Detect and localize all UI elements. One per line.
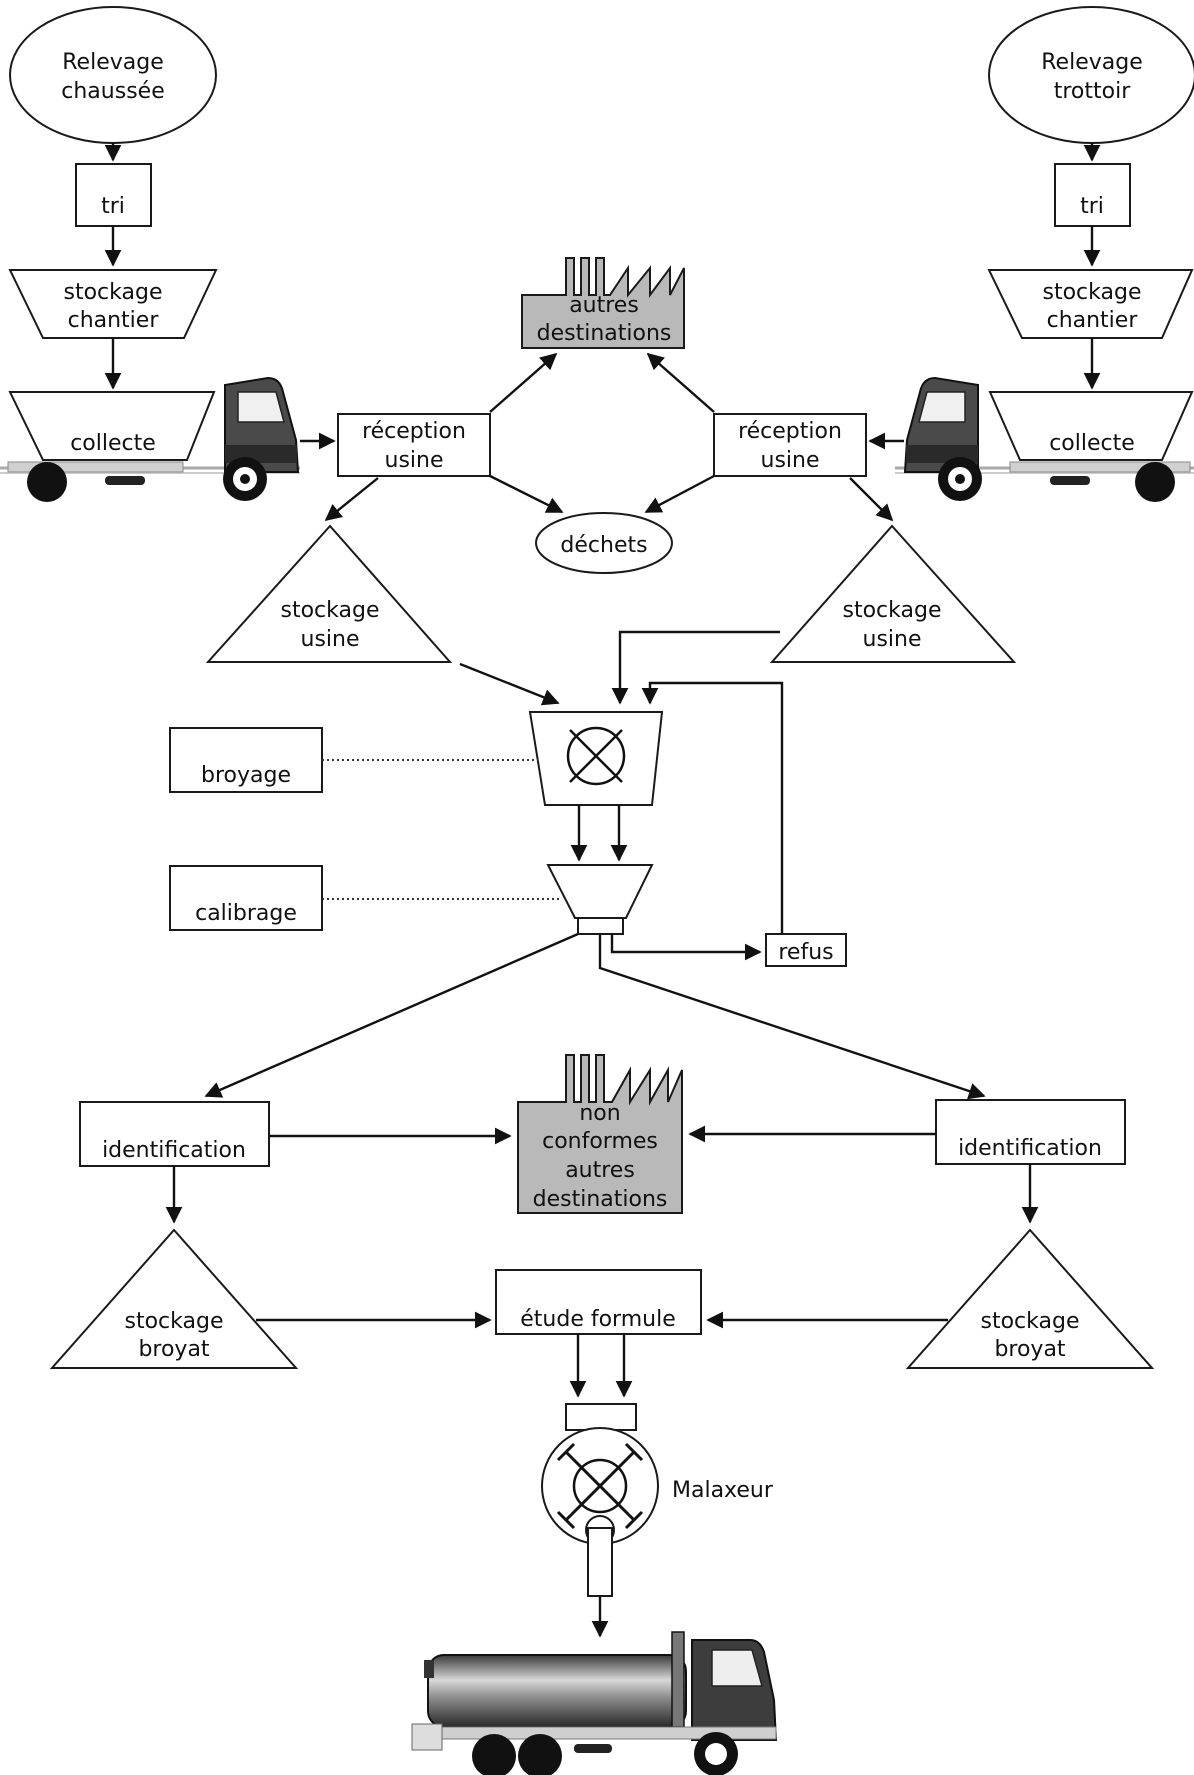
etude-formule-label: étude formule xyxy=(520,1307,675,1332)
non-conformes-line1: non xyxy=(579,1101,620,1126)
relevage-chaussee-line2: chaussée xyxy=(61,79,164,104)
stockage-broyat-right-line1: stockage xyxy=(981,1309,1080,1334)
autres-destinations-line2: destinations xyxy=(537,321,672,346)
autres-destinations-node: autres destinations xyxy=(521,257,685,349)
tri-left-label: tri xyxy=(101,194,125,219)
calibrage-label: calibrage xyxy=(195,901,297,926)
factory-icon xyxy=(521,257,685,349)
stockage-usine-left-line2: usine xyxy=(301,627,360,652)
relevage-trottoir-line2: trottoir xyxy=(1054,79,1131,104)
stockage-chantier-left-line2: chantier xyxy=(68,308,160,333)
arrow-screen-to-refus xyxy=(610,934,762,961)
arrow-reception-right-to-autres xyxy=(646,352,715,413)
tri-right-node: tri xyxy=(1054,163,1131,227)
relevage-trottoir-node: Relevage trottoir xyxy=(988,6,1194,144)
arrow-screen-to-identification-right xyxy=(598,934,986,1100)
mixer-icon xyxy=(541,1403,659,1597)
arrow-refus-return-to-crusher xyxy=(641,681,784,940)
crusher-node xyxy=(528,711,664,806)
calibrage-node: calibrage xyxy=(169,865,323,931)
identification-right-node: identification xyxy=(935,1099,1126,1165)
arrow-reception-left-to-stockage-usine xyxy=(324,477,379,522)
collecte-right-label: collecte xyxy=(1049,431,1135,456)
stockage-broyat-right-line2: broyat xyxy=(994,1337,1065,1362)
arrow-screen-to-identification-left xyxy=(204,932,579,1098)
stockage-chantier-left-line1: stockage xyxy=(64,280,163,305)
refus-label: refus xyxy=(778,940,833,965)
stockage-chantier-right-line2: chantier xyxy=(1047,308,1139,333)
reception-usine-left-node: réception usine xyxy=(337,413,491,477)
dump-truck-left-icon: collecte xyxy=(0,376,300,502)
broyage-node: broyage xyxy=(169,727,323,793)
identification-left-label: identification xyxy=(102,1138,246,1163)
stockage-usine-right-line1: stockage xyxy=(843,598,942,623)
dump-truck-right-icon: collecte xyxy=(895,376,1194,502)
stockage-broyat-left-line1: stockage xyxy=(125,1309,224,1334)
non-conformes-node: non conformes autres destinations xyxy=(517,1054,683,1214)
factory-icon xyxy=(517,1054,683,1214)
stockage-usine-right-line2: usine xyxy=(863,627,922,652)
stockage-usine-left-line1: stockage xyxy=(281,598,380,623)
stockage-chantier-left-node: stockage chantier xyxy=(8,269,218,339)
refus-node: refus xyxy=(765,933,847,967)
non-conformes-line4: destinations xyxy=(533,1187,668,1212)
broyage-label: broyage xyxy=(201,763,291,788)
stockage-chantier-right-line1: stockage xyxy=(1043,280,1142,305)
arrow-reception-right-to-dechets xyxy=(644,474,715,514)
dechets-label: déchets xyxy=(560,533,647,558)
stockage-broyat-left-line2: broyat xyxy=(138,1337,209,1362)
reception-left-line1: réception xyxy=(362,419,466,444)
etude-formule-node: étude formule xyxy=(495,1269,702,1335)
stockage-usine-right-node: stockage usine xyxy=(769,524,1017,663)
tri-right-label: tri xyxy=(1080,194,1104,219)
crusher-icon xyxy=(566,726,626,786)
relevage-trottoir-line1: Relevage xyxy=(1041,50,1142,75)
arrow-reception-right-to-stockage-usine xyxy=(849,477,894,522)
malaxeur-label: Malaxeur xyxy=(672,1478,774,1503)
collecte-left-label: collecte xyxy=(70,431,156,456)
arrow-stockage-usine-left-to-crusher xyxy=(459,662,560,706)
relevage-chaussee-line1: Relevage xyxy=(62,50,163,75)
tanker-truck-icon xyxy=(411,1631,778,1775)
dechets-node: déchets xyxy=(535,512,673,574)
reception-usine-right-node: réception usine xyxy=(713,413,867,477)
identification-left-node: identification xyxy=(79,1101,270,1167)
stockage-broyat-right-node: stockage broyat xyxy=(905,1228,1155,1369)
tri-left-node: tri xyxy=(75,163,152,227)
stockage-usine-left-node: stockage usine xyxy=(205,524,453,663)
identification-right-label: identification xyxy=(958,1136,1102,1161)
screen-node xyxy=(546,864,654,935)
reception-right-line2: usine xyxy=(761,448,820,473)
arrow-reception-left-to-autres xyxy=(489,352,558,413)
reception-right-line1: réception xyxy=(738,419,842,444)
reception-left-line2: usine xyxy=(385,448,444,473)
autres-destinations-line1: autres xyxy=(569,293,639,318)
arrow-stockage-usine-right-to-crusher xyxy=(611,630,780,705)
relevage-chaussee-node: Relevage chaussée xyxy=(9,6,217,144)
stockage-broyat-left-node: stockage broyat xyxy=(49,1228,299,1369)
non-conformes-line3: autres xyxy=(565,1158,635,1183)
non-conformes-line2: conformes xyxy=(542,1129,658,1154)
arrow-reception-left-to-dechets xyxy=(489,474,564,514)
stockage-chantier-right-node: stockage chantier xyxy=(987,269,1194,339)
